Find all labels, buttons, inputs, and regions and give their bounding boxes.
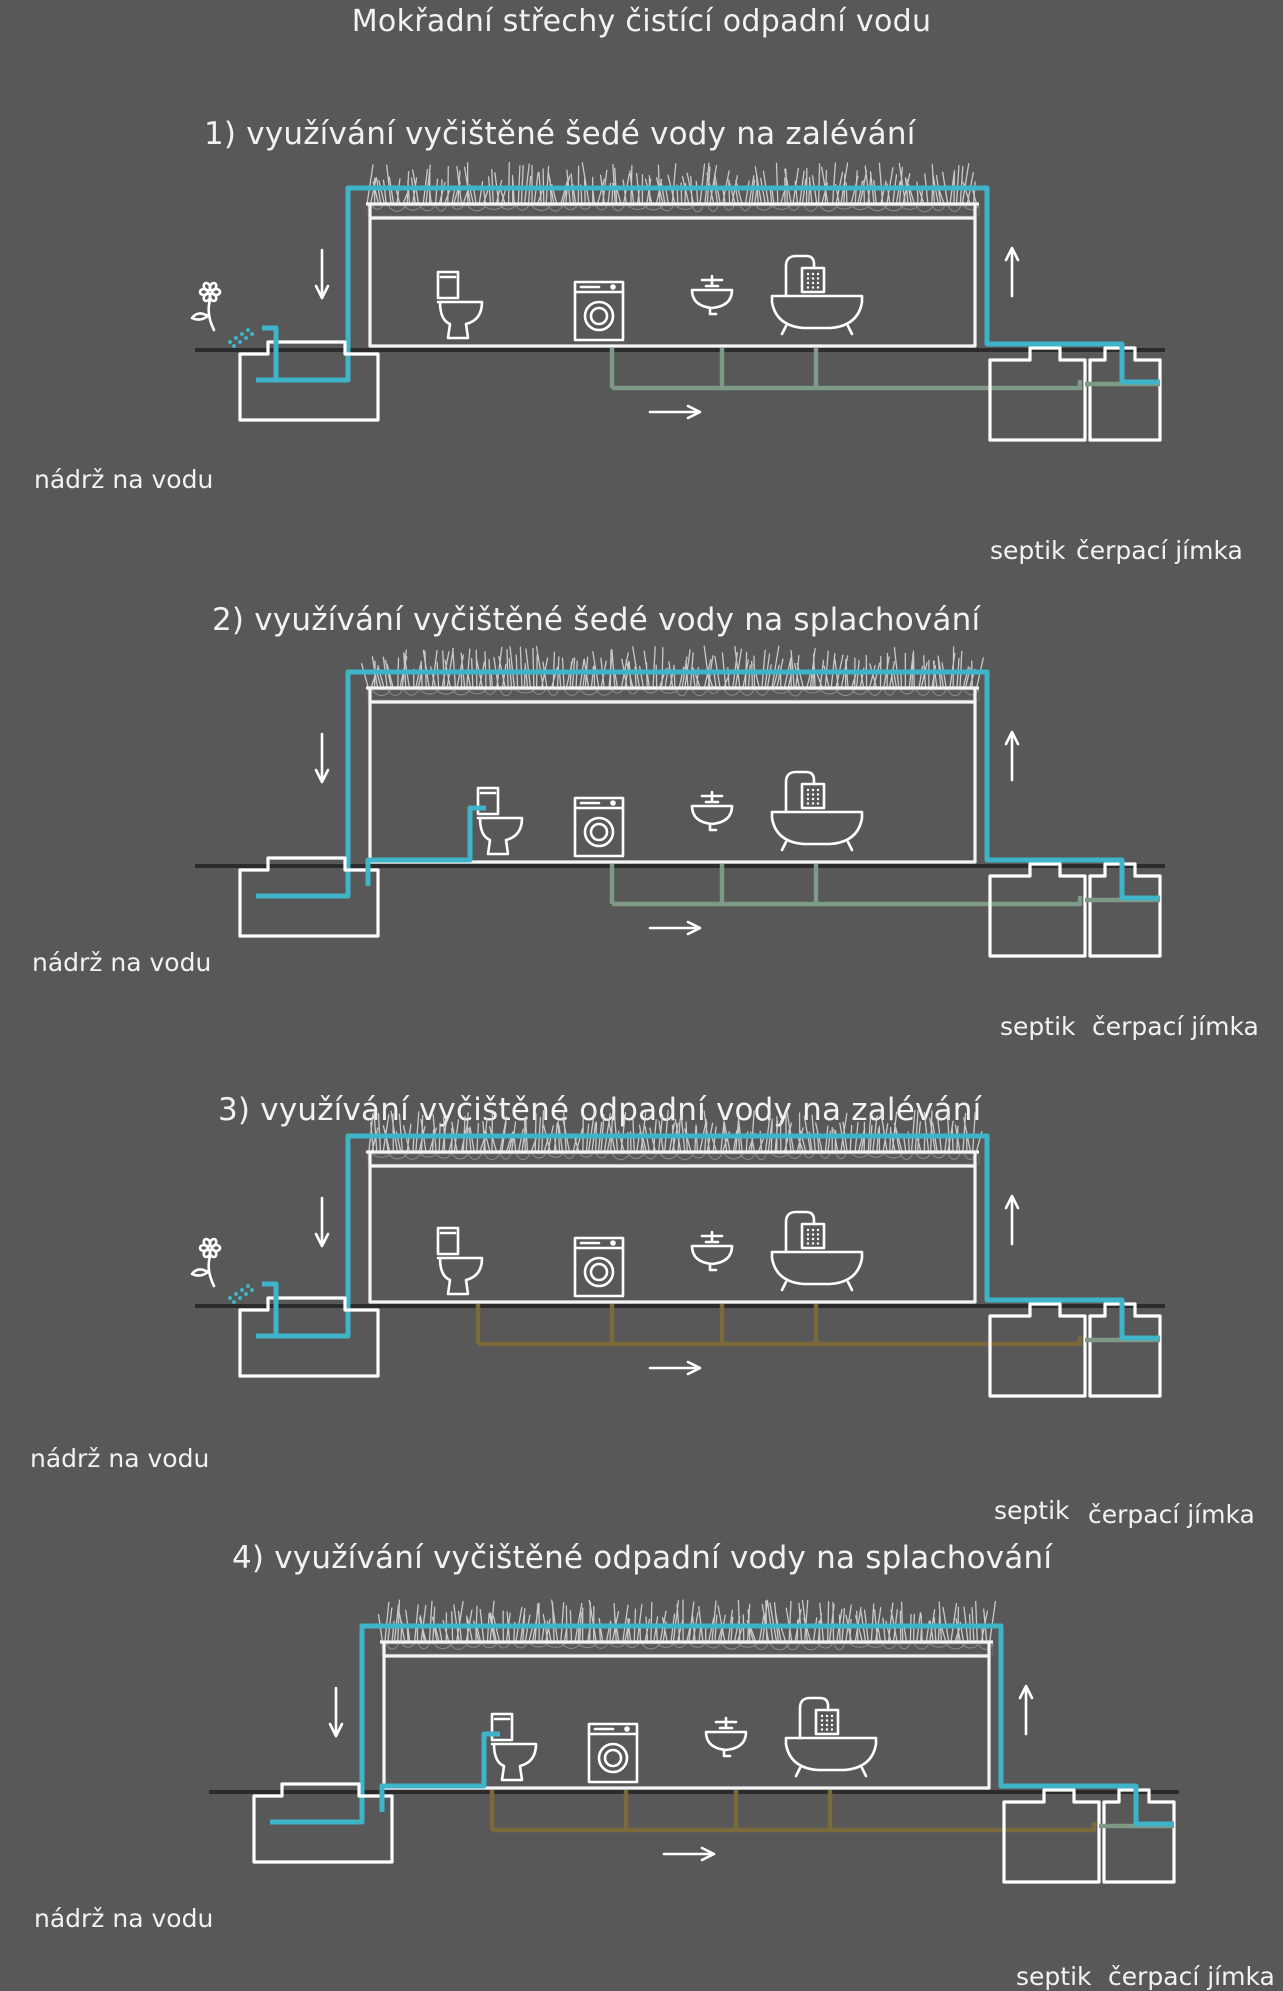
toilet-icon [476,786,524,856]
sink-icon [690,1230,734,1272]
arrow-right-icon [648,920,702,936]
pump-sump [1088,346,1162,442]
clean-water-pipe [256,1133,1160,1341]
panel-3: 3) využívání vyčištěné odpadní vody na z… [0,1066,1283,1546]
sink-icon [690,274,734,316]
arrow-up-icon [1018,1684,1034,1736]
drain-main-pipe [492,1822,1097,1833]
root-layer [371,1153,977,1161]
septic-tank [1002,1788,1101,1884]
grass-blades [360,645,984,689]
pump-sump [1088,1302,1162,1398]
scheme-svg [195,645,1165,958]
septic-tank [988,1302,1087,1398]
substrate-layer [367,205,980,217]
flush-supply-pipe [365,805,486,886]
water-tank [252,1782,394,1864]
arrow-right-icon [648,404,702,420]
irrigation-outlet-pipe [262,325,279,380]
clean-water-pipe [270,1623,1174,1827]
sink-icon [704,1716,748,1758]
washing-machine-icon [573,796,625,858]
pump-sump-label: čerpací jímka [1088,1500,1255,1529]
septic-label: septik [990,536,1066,565]
clean-water-pipe [256,669,1160,901]
house-outline [368,1152,977,1304]
water-drops [228,328,254,348]
scheme-svg [209,1599,1179,1884]
house-outline [368,688,977,864]
irrigation-outlet-pipe [262,1281,279,1336]
substrate-layer [367,689,980,701]
toilet-icon [490,1712,538,1782]
flower-icon [190,1237,222,1288]
pump-sump-label: čerpací jímka [1108,1962,1275,1991]
root-layer [371,689,980,697]
drain-main-pipe [612,380,1083,391]
tank-label: nádrž na vodu [34,1904,214,1933]
panel-4: 4) využívání vyčištěné odpadní vody na s… [0,1510,1283,1991]
water-tank [238,1296,380,1378]
arrow-up-icon [1004,1194,1020,1246]
washing-machine-icon [587,1722,639,1784]
arrow-right-icon [648,1360,702,1376]
water-tank [238,340,380,422]
pump-sump [1102,1788,1176,1884]
panel-title: 1) využívání vyčištěné šedé vody na zalé… [204,116,916,152]
bathtub-icon [784,1696,878,1778]
septic-label: septik [1000,1012,1076,1041]
arrow-down-icon [314,732,330,784]
arrow-down-icon [314,1196,330,1248]
arrow-down-icon [328,1686,344,1738]
water-drops [228,1284,254,1304]
house-outline [382,1642,991,1790]
grass-blades [368,1109,983,1153]
clean-water-pipe [256,185,1160,385]
septic-tank [988,862,1087,958]
septic-label: septik [1016,1962,1092,1991]
substrate-layer [381,1643,994,1655]
tank-label: nádrž na vodu [34,465,214,494]
toilet-icon [436,270,484,340]
septic-tank [988,346,1087,442]
root-layer [385,1643,994,1651]
pump-sump-label: čerpací jímka [1076,536,1243,565]
water-tank [238,856,380,938]
scheme-svg [190,1109,1165,1398]
pump-sump-label: čerpací jímka [1092,1012,1259,1041]
sink-icon [690,790,734,832]
panel-title: 4) využívání vyčištěné odpadní vody na s… [232,1540,1053,1576]
flush-supply-pipe [379,1731,500,1812]
drain-main-pipe [612,896,1083,907]
substrate-layer [367,1153,980,1165]
tank-label: nádrž na vodu [30,1444,210,1473]
arrow-up-icon [1004,246,1020,298]
arrow-up-icon [1004,730,1020,782]
grass-blades [366,161,978,205]
main-title: Mokřadní střechy čistící odpadní vodu [351,4,932,39]
washing-machine-icon [573,1236,625,1298]
panel-1: 1) využívání vyčištěné šedé vody na zalé… [0,100,1283,580]
arrow-right-icon [662,1846,716,1862]
bathtub-icon [770,770,864,852]
bathtub-icon [770,1210,864,1292]
bathtub-icon [770,254,864,336]
drain-main-pipe [478,1336,1083,1347]
flower-icon [190,281,222,332]
toilet-icon [436,1226,484,1296]
panel-2: 2) využívání vyčištěné šedé vody na spla… [0,580,1283,1060]
washing-machine-icon [573,280,625,342]
pump-sump [1088,862,1162,958]
panel-title: 3) využívání vyčištěné odpadní vody na z… [218,1092,982,1128]
grass-blades [377,1599,997,1643]
root-layer [371,205,980,213]
house-outline [368,204,977,348]
arrow-down-icon [314,248,330,300]
septic-label: septik [994,1496,1070,1525]
tank-label: nádrž na vodu [32,948,212,977]
scheme-svg [190,161,1165,442]
panel-title: 2) využívání vyčištěné šedé vody na spla… [212,602,981,638]
